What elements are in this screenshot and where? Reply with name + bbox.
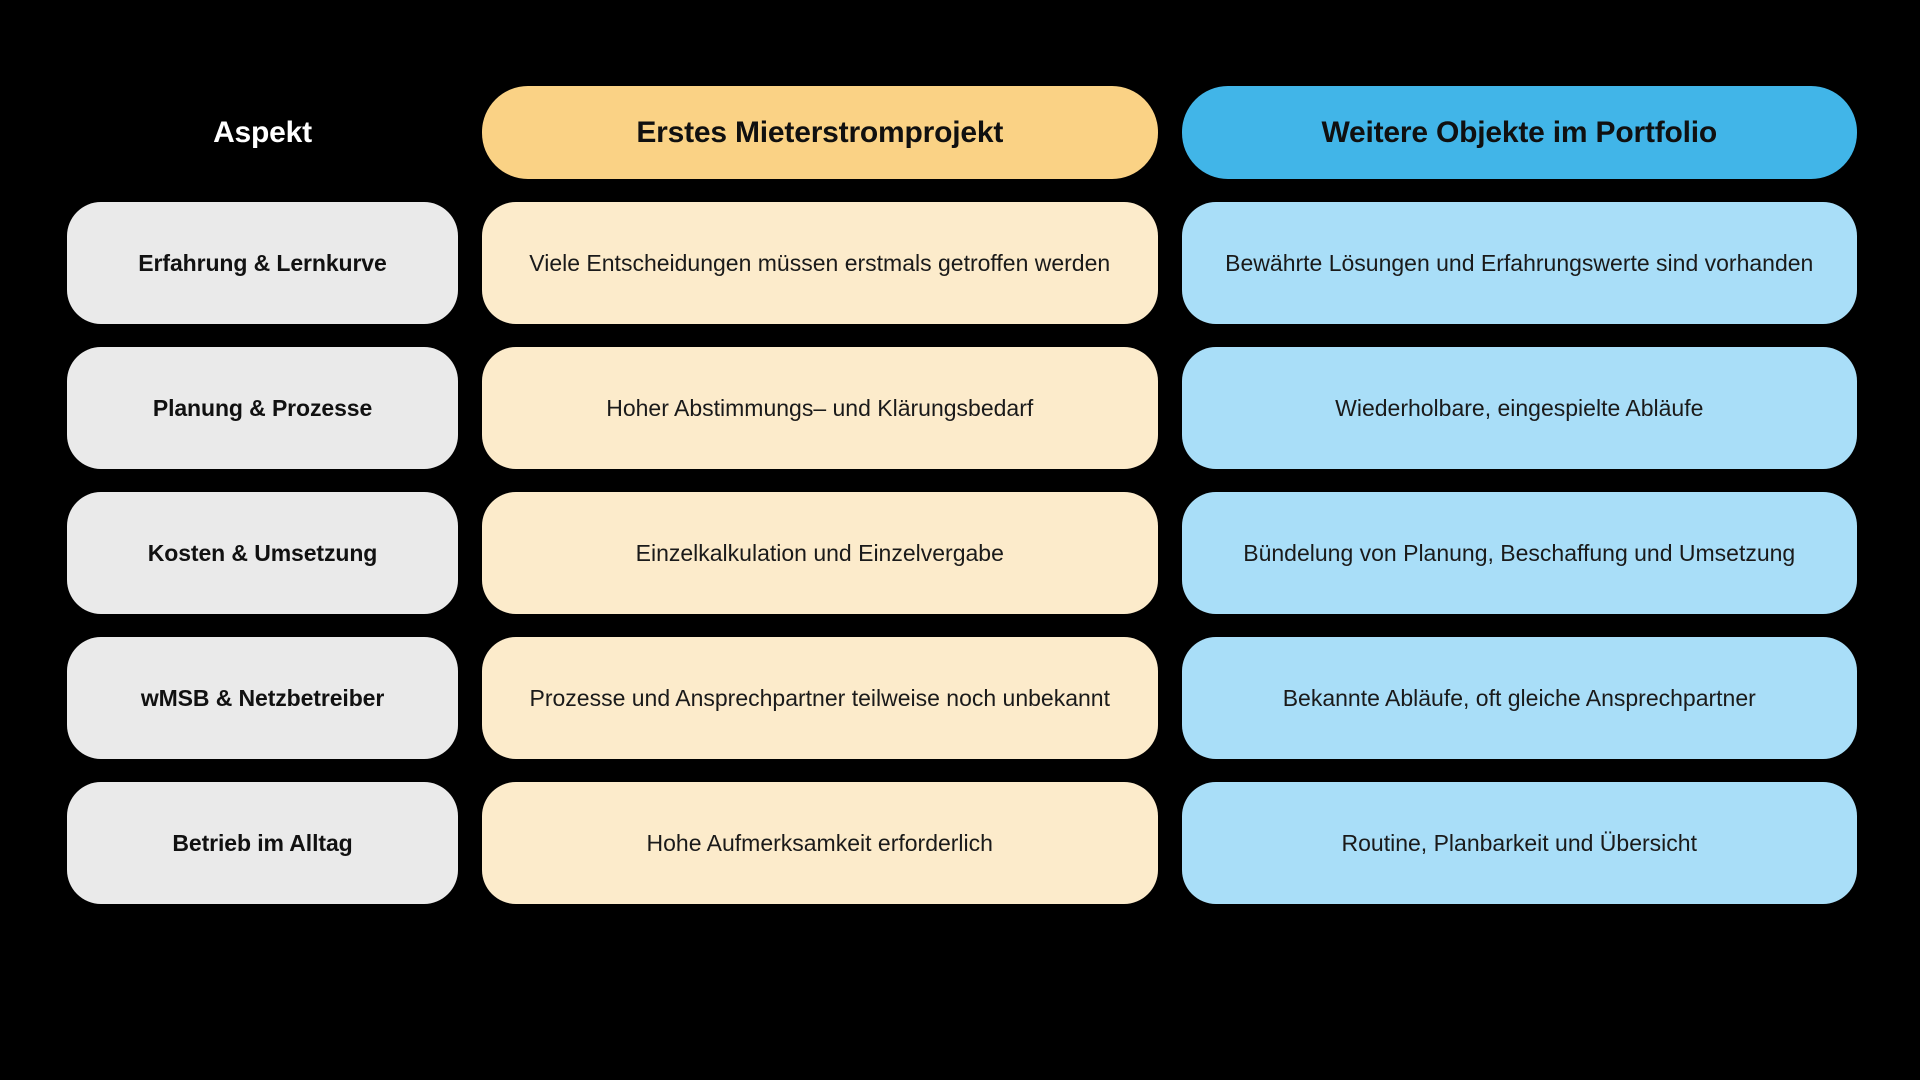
header-label-portfolio: Weitere Objekte im Portfolio (1321, 115, 1718, 149)
portfolio-cell: Routine, Planbarkeit und Übersicht (1181, 782, 1857, 904)
table-row: wMSB & Netzbetreiber Prozesse und Anspre… (67, 637, 1857, 759)
aspect-cell: Erfahrung & Lernkurve (67, 202, 458, 324)
portfolio-cell: Wiederholbare, eingespielte Abläufe (1181, 347, 1857, 469)
header-label-first-project: Erstes Mieterstromprojekt (636, 115, 1004, 149)
table-header-row: Aspekt Erstes Mieterstromprojekt Weitere… (67, 86, 1857, 179)
first-project-cell: Einzelkalkulation und Einzelvergabe (482, 492, 1158, 614)
table-row: Betrieb im Alltag Hohe Aufmerksamkeit er… (67, 782, 1857, 904)
first-project-cell: Prozesse und Ansprechpartner teilweise n… (482, 637, 1158, 759)
first-project-text: Hoher Abstimmungs– und Klärungsbedarf (606, 394, 1034, 421)
header-cell-portfolio: Weitere Objekte im Portfolio (1181, 86, 1857, 179)
portfolio-text: Bekannte Abläufe, oft gleiche Ansprechpa… (1282, 684, 1756, 711)
first-project-cell: Hoher Abstimmungs– und Klärungsbedarf (482, 347, 1158, 469)
portfolio-text: Bündelung von Planung, Beschaffung und U… (1243, 539, 1796, 566)
portfolio-text: Bewährte Lösungen und Erfahrungswerte si… (1225, 249, 1814, 276)
aspect-cell: Kosten & Umsetzung (67, 492, 458, 614)
header-label-aspect: Aspekt (213, 115, 312, 149)
portfolio-cell: Bewährte Lösungen und Erfahrungswerte si… (1181, 202, 1857, 324)
first-project-text: Einzelkalkulation und Einzelvergabe (635, 539, 1004, 566)
first-project-text: Prozesse und Ansprechpartner teilweise n… (529, 684, 1110, 711)
comparison-table: Aspekt Erstes Mieterstromprojekt Weitere… (67, 86, 1857, 904)
header-cell-first-project: Erstes Mieterstromprojekt (482, 86, 1158, 179)
aspect-cell: Planung & Prozesse (67, 347, 458, 469)
portfolio-text: Routine, Planbarkeit und Übersicht (1341, 829, 1697, 856)
portfolio-text: Wiederholbare, eingespielte Abläufe (1335, 394, 1704, 421)
first-project-text: Hohe Aufmerksamkeit erforderlich (646, 829, 993, 856)
aspect-label: wMSB & Netzbetreiber (140, 684, 385, 711)
aspect-label: Planung & Prozesse (152, 394, 373, 421)
portfolio-cell: Bündelung von Planung, Beschaffung und U… (1181, 492, 1857, 614)
table-row: Planung & Prozesse Hoher Abstimmungs– un… (67, 347, 1857, 469)
first-project-cell: Viele Entscheidungen müssen erstmals get… (482, 202, 1158, 324)
header-cell-aspect: Aspekt (67, 86, 458, 179)
first-project-cell: Hohe Aufmerksamkeit erforderlich (482, 782, 1158, 904)
aspect-cell: wMSB & Netzbetreiber (67, 637, 458, 759)
aspect-label: Erfahrung & Lernkurve (138, 249, 387, 276)
aspect-label: Kosten & Umsetzung (147, 539, 378, 566)
portfolio-cell: Bekannte Abläufe, oft gleiche Ansprechpa… (1181, 637, 1857, 759)
table-row: Kosten & Umsetzung Einzelkalkulation und… (67, 492, 1857, 614)
aspect-label: Betrieb im Alltag (172, 829, 353, 856)
aspect-cell: Betrieb im Alltag (67, 782, 458, 904)
table-row: Erfahrung & Lernkurve Viele Entscheidung… (67, 202, 1857, 324)
first-project-text: Viele Entscheidungen müssen erstmals get… (529, 249, 1111, 276)
